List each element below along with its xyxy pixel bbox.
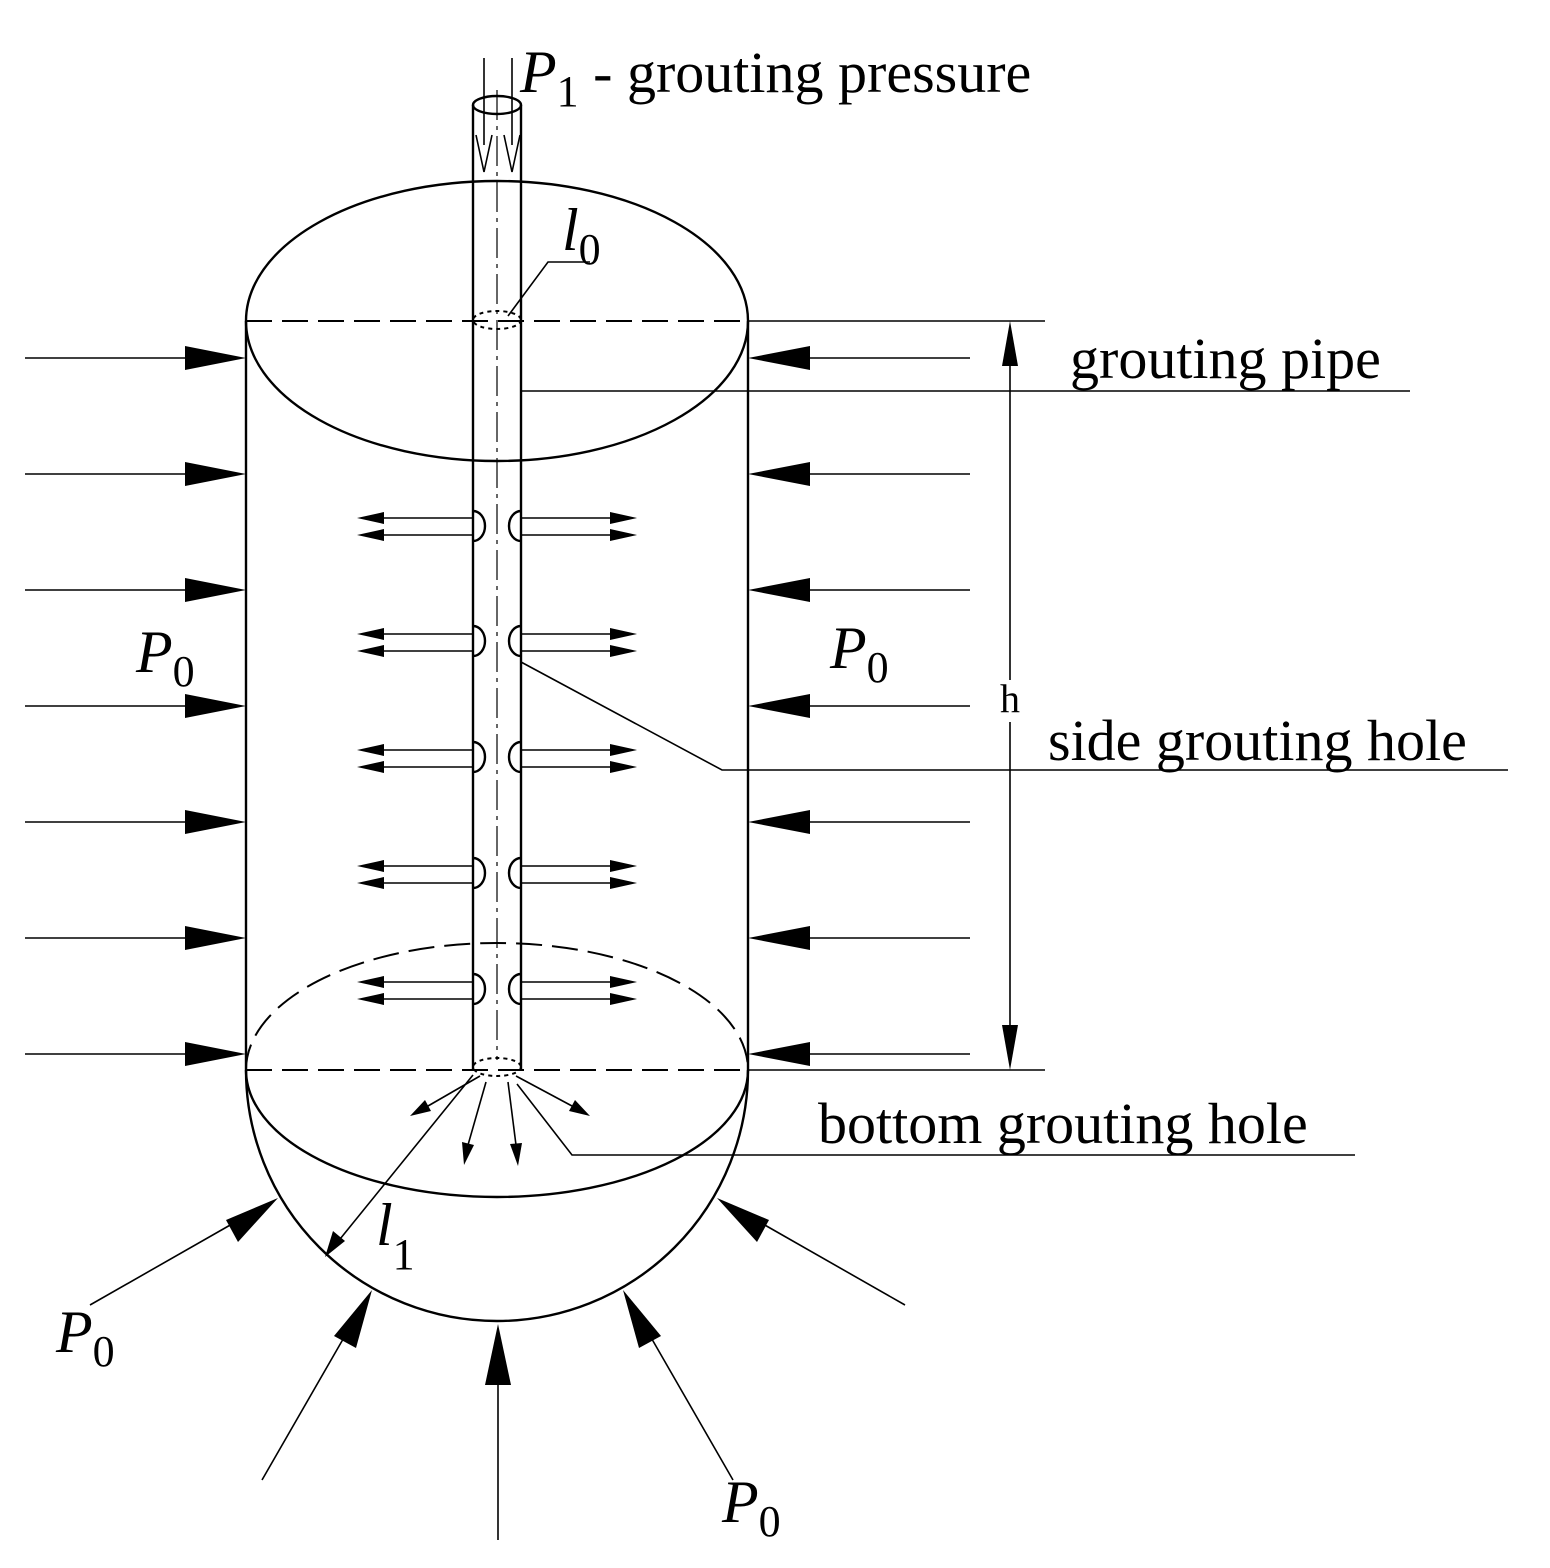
bottom-outflow-arrows: [410, 1075, 590, 1166]
hemisphere-pressure-arrows: [89, 1198, 906, 1540]
p1-arrow-right-head: [503, 134, 521, 173]
hemisphere-outline: [244, 1069, 750, 1323]
bottom-ellipse-back: [245, 942, 749, 1071]
side-hole-row-4: [357, 856, 637, 890]
h-arrowhead-top: [1002, 321, 1018, 366]
side-hole-row-5: [357, 972, 637, 1006]
left-pressure-arrows: [25, 346, 246, 1066]
p0-label-bottom-right: P0: [721, 1469, 781, 1546]
side-grouting-hole-label: side grouting hole: [1048, 708, 1467, 773]
grouting-pipe-label: grouting pipe: [1070, 326, 1381, 391]
p0-label-left: P0: [135, 619, 195, 696]
l1-radius-line: [335, 1074, 474, 1245]
bottom-hole-ellipse: [472, 1057, 522, 1077]
side-hole-row-2: [357, 624, 637, 658]
h-label: h: [1000, 676, 1020, 721]
pipe-top-opening: [471, 94, 523, 116]
bottom-hole-leader: [516, 1083, 1355, 1156]
side-hole-leader: [520, 661, 1508, 771]
bottom-grouting-hole-label: bottom grouting hole: [818, 1091, 1308, 1156]
l1-label: l1: [376, 1192, 415, 1279]
l0-label: l0: [562, 197, 601, 274]
l0-section-ellipse: [472, 310, 522, 330]
side-hole-row-1: [357, 509, 637, 543]
side-hole-row-3: [357, 740, 637, 774]
right-pressure-arrows: [748, 346, 970, 1066]
p0-label-bottom-left: P0: [55, 1299, 115, 1376]
p1-arrow-left-head: [475, 134, 493, 173]
bottom-ellipse-front: [244, 1069, 750, 1199]
l0-leader: [507, 261, 590, 317]
p0-label-right: P0: [829, 615, 889, 692]
l1-radius-arrowhead: [325, 1231, 345, 1257]
h-arrowhead-bottom: [1002, 1025, 1018, 1070]
p1-label: P1 - grouting pressure: [519, 39, 1031, 116]
